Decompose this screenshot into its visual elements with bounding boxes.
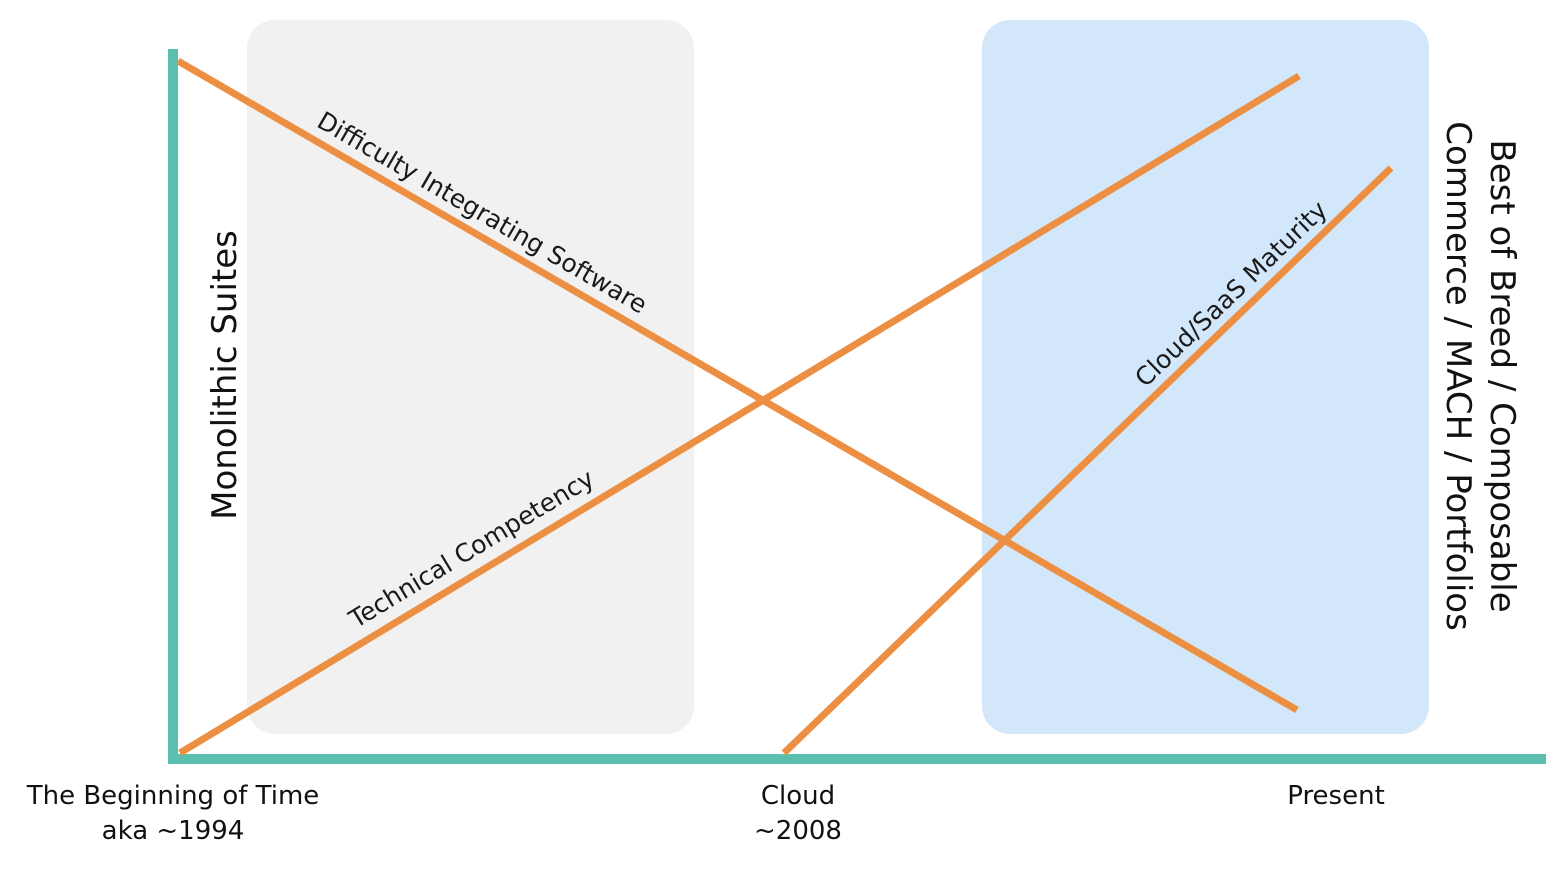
cloud-time-label: Cloud [761, 781, 835, 811]
composable-label-line1: Best of Breed / Composable [1482, 139, 1522, 612]
cloud-time-sublabel: ~2008 [754, 816, 842, 846]
competency-trend-line [178, 73, 1301, 756]
composable-region [982, 20, 1429, 734]
monolithic-suites-label: Monolithic Suites [205, 230, 245, 520]
start-time-label: The Beginning of Time [26, 781, 320, 811]
start-time-sublabel: aka ~1994 [102, 816, 245, 846]
composable-label-line2: Commerce / MACH / Portfolios [1438, 121, 1478, 631]
difficulty-trend-line [176, 57, 1299, 714]
present-time-label: Present [1287, 781, 1385, 811]
saas-trend-line [781, 165, 1394, 756]
monolithic-region [247, 20, 694, 734]
